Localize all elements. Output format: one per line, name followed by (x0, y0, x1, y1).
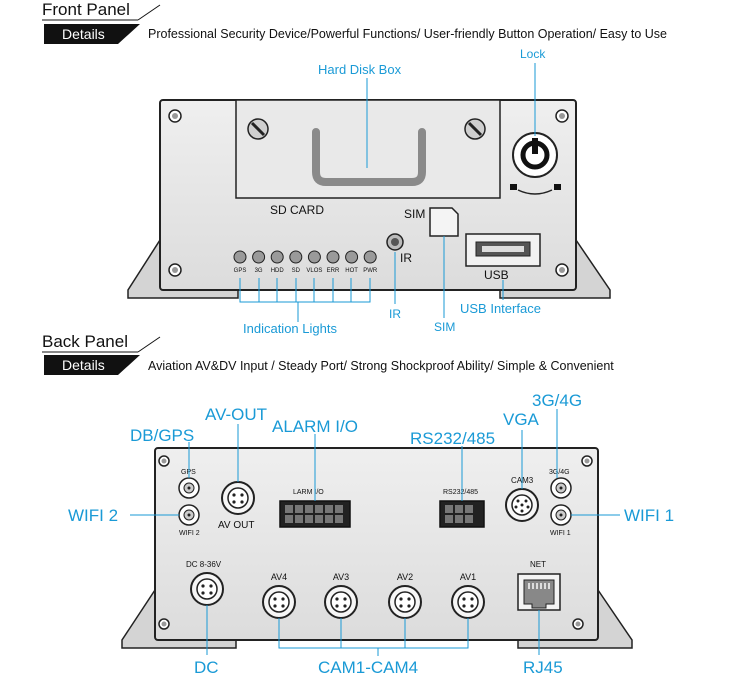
callout-dc: DC (194, 658, 219, 677)
rj45-port (517, 573, 561, 611)
sim-panel-label: SIM (404, 207, 425, 221)
callout-sim: SIM (434, 320, 455, 334)
sd-card-label: SD CARD (270, 203, 324, 217)
led-indicator-1 (252, 250, 266, 264)
led-indicator-4 (307, 250, 321, 264)
wifi2-antenna-port (178, 504, 200, 526)
callout-alarm-io: ALARM I/O (272, 417, 358, 436)
dc-power-port (190, 572, 224, 606)
lock-icon (510, 132, 561, 195)
cam-port-label-av2: AV2 (397, 572, 413, 582)
led-indicator-0 (233, 250, 247, 264)
callout-wifi1: WIFI 1 (624, 506, 674, 525)
g34-panel-label: 3G/4G (549, 469, 570, 476)
back-screws (158, 455, 593, 630)
back-header: Back Panel Details Aviation AV&DV Input … (42, 332, 614, 375)
front-description: Professional Security Device/Powerful Fu… (148, 27, 667, 41)
av-out-panel-label: AV OUT (218, 520, 254, 531)
hard-disk-thumbscrews (247, 118, 486, 140)
net-panel-label: NET (530, 560, 546, 569)
led-indicator-5 (326, 250, 340, 264)
cam-port-label-av1: AV1 (460, 572, 476, 582)
front-panel-title: Front Panel (42, 0, 130, 19)
callout-ir: IR (389, 307, 401, 321)
alarm-panel-label: LARM I/O (293, 489, 324, 496)
callout-rj45: RJ45 (523, 658, 563, 677)
av-out-port (221, 481, 255, 515)
led-indicator-7 (363, 250, 377, 264)
front-callout-lines (239, 63, 536, 322)
back-details-tag-label: Details (62, 357, 105, 373)
led-label: VLOS (306, 268, 322, 274)
led-label: GPS (234, 268, 247, 274)
callout-av-out: AV-OUT (205, 405, 267, 424)
led-label: PWR (363, 268, 378, 274)
g34-antenna-port (550, 477, 572, 499)
callout-vga: VGA (503, 410, 540, 429)
front-details-tag (44, 24, 140, 44)
back-panel-title: Back Panel (42, 332, 128, 351)
callout-hard-disk-box: Hard Disk Box (318, 62, 402, 77)
back-callout-lines (130, 409, 620, 656)
wifi2-panel-label: WIFI 2 (179, 530, 200, 537)
callout-lock: Lock (520, 47, 546, 61)
camera-port-av1 (451, 585, 485, 619)
usb-panel-label: USB (484, 268, 509, 282)
vga-port (505, 488, 539, 522)
callout-indication-lights: Indication Lights (243, 321, 337, 336)
front-details-tag-label: Details (62, 26, 105, 42)
cam-port-label-av3: AV3 (333, 572, 349, 582)
led-label: SD (292, 268, 301, 274)
hard-disk-handle (312, 128, 426, 186)
wifi1-panel-label: WIFI 1 (550, 530, 571, 537)
front-screws (168, 109, 569, 277)
callout-db-gps: DB/GPS (130, 426, 194, 445)
led-indicator-2 (270, 250, 284, 264)
led-label: ERR (327, 268, 340, 274)
indicator-led-row: GPS 3G HDD SD VLOS ERR HOT PWR (233, 250, 378, 274)
led-indicator-3 (289, 250, 303, 264)
alarm-io-connector (279, 500, 351, 528)
sim-slot (429, 207, 459, 237)
wifi1-antenna-port (550, 504, 572, 526)
led-label: 3G (255, 268, 263, 274)
callout-rs232: RS232/485 (410, 429, 495, 448)
rs232-panel-label: RS232/485 (443, 489, 478, 496)
callout-wifi2: WIFI 2 (68, 506, 118, 525)
callout-cam1-cam4: CAM1-CAM4 (318, 658, 418, 677)
cam-port-label-av4: AV4 (271, 572, 287, 582)
gps-antenna-port (178, 477, 200, 499)
camera-port-av4 (262, 585, 296, 619)
led-label: HDD (271, 268, 285, 274)
back-description: Aviation AV&DV Input / Steady Port/ Stro… (148, 359, 614, 373)
callout-usb-interface: USB Interface (460, 301, 541, 316)
front-header: Front Panel Details Professional Securit… (42, 0, 667, 44)
camera-port-av3 (324, 585, 358, 619)
led-indicator-6 (345, 250, 359, 264)
rs232-connector (439, 500, 485, 528)
back-device: GPS WIFI 2 AV OUT LARM I/O RS232/485 (121, 447, 633, 649)
callout-3g4g: 3G/4G (532, 391, 582, 410)
camera-port-av2 (388, 585, 422, 619)
led-label: HOT (345, 268, 358, 274)
back-details-tag (44, 355, 140, 375)
dc-panel-label: DC 8-36V (186, 560, 222, 569)
ir-panel-label: IR (400, 251, 412, 265)
front-device: SD CARD SIM IR USB GPS 3G HDD SD VLOS ERR HOT P… (127, 99, 611, 299)
